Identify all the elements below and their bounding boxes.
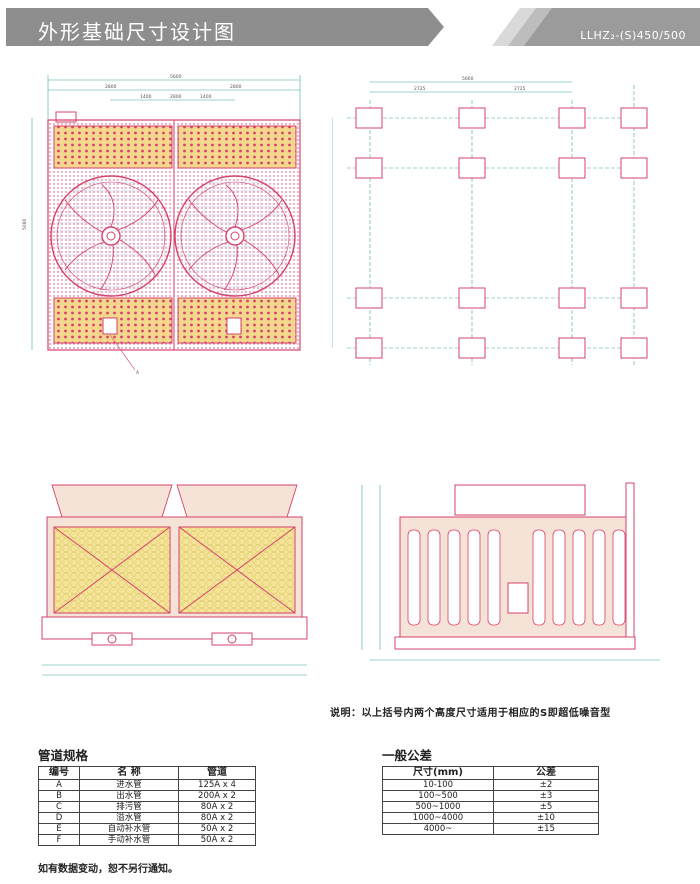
pipe-code: A bbox=[38, 779, 80, 791]
tolerance-value: ±2 bbox=[493, 779, 599, 791]
size-range: 100~500 bbox=[382, 790, 494, 802]
foundation-dimensions bbox=[332, 81, 572, 348]
table-row: 4000~±15 bbox=[382, 823, 599, 835]
pipe-size: 80A x 2 bbox=[178, 812, 256, 824]
dim-foundation-width: 5660 bbox=[462, 76, 474, 82]
pipe-code: B bbox=[38, 790, 80, 802]
pipe-name: 自动补水管 bbox=[79, 823, 179, 835]
tolerance-value: ±15 bbox=[493, 823, 599, 835]
model-number: LLHZ₂-(S)450/500 bbox=[580, 29, 686, 42]
pipe-size: 50A x 2 bbox=[178, 834, 256, 846]
fan-right bbox=[174, 175, 296, 297]
header-pipe: 管道 bbox=[178, 766, 256, 780]
header-code: 编号 bbox=[38, 766, 80, 780]
table-row: 1000~4000±10 bbox=[382, 812, 599, 824]
tolerance-title: 一般公差 bbox=[382, 748, 433, 763]
foundation-pads bbox=[355, 107, 648, 359]
size-range: 10-100 bbox=[382, 779, 494, 791]
pipe-size: 80A x 2 bbox=[178, 801, 256, 813]
title-banner: 外形基础尺寸设计图 bbox=[6, 8, 444, 46]
table-row: 10-100±2 bbox=[382, 779, 599, 791]
dim-offset-left: 1400 bbox=[140, 94, 152, 100]
pipe-code: C bbox=[38, 801, 80, 813]
model-banner: LLHZ₂-(S)450/500 bbox=[492, 8, 700, 46]
table-row: 500~1000±5 bbox=[382, 801, 599, 813]
header-tolerance: 公差 bbox=[493, 766, 599, 780]
footer-note: 如有数据变动，恕不另行通知。 bbox=[38, 864, 178, 875]
side-panels bbox=[407, 529, 626, 626]
dim-foundation-left: 2725 bbox=[414, 86, 426, 92]
dim-offset-right: 1400 bbox=[200, 94, 212, 100]
pipe-size: 200A x 2 bbox=[178, 790, 256, 802]
size-range: 4000~ bbox=[382, 823, 494, 835]
dim-center: 2800 bbox=[170, 94, 182, 100]
fan-left bbox=[50, 175, 172, 297]
side-elevation-drawing bbox=[361, 482, 660, 661]
pipe-code: F bbox=[38, 834, 80, 846]
pipe-spec-title: 管道规格 bbox=[38, 748, 89, 763]
note-text: 说明：以上括号内两个高度尺寸适用于相应的S即超低噪音型 bbox=[330, 708, 611, 719]
tolerance-value: ±3 bbox=[493, 790, 599, 802]
size-range: 1000~4000 bbox=[382, 812, 494, 824]
pipe-code: D bbox=[38, 812, 80, 824]
header-name: 名 称 bbox=[79, 766, 179, 780]
pipe-name: 排污管 bbox=[79, 801, 179, 813]
top-view-drawing: 5600 2800 2800 1400 2800 1400 5080 A bbox=[22, 74, 301, 376]
banner-shape bbox=[6, 8, 444, 46]
dim-depth: 5080 bbox=[22, 218, 28, 230]
tolerance-value: ±5 bbox=[493, 801, 599, 813]
tolerance-value: ±10 bbox=[493, 812, 599, 824]
model-banner-shape bbox=[492, 8, 700, 46]
pipe-code: E bbox=[38, 823, 80, 835]
dim-total-width: 5600 bbox=[170, 74, 182, 80]
foundation-grid-lines bbox=[347, 85, 647, 365]
page-title: 外形基础尺寸设计图 bbox=[38, 20, 236, 44]
foundation-plan-drawing: 5660 2725 2725 8300 bbox=[332, 76, 648, 365]
pipe-size: 125A x 4 bbox=[178, 779, 256, 791]
pipe-name: 出水管 bbox=[79, 790, 179, 802]
dim-foundation-right: 2725 bbox=[514, 86, 526, 92]
pipe-name: 进水管 bbox=[79, 779, 179, 791]
anchor-label: A bbox=[136, 370, 140, 376]
pipe-name: 溢水管 bbox=[79, 812, 179, 824]
dim-right-half: 2800 bbox=[230, 84, 242, 90]
table-row: 100~500±3 bbox=[382, 790, 599, 802]
top-view-dimensions bbox=[31, 75, 301, 350]
dim-left-half: 2800 bbox=[105, 84, 117, 90]
header-size: 尺寸(mm) bbox=[382, 766, 494, 780]
pipe-size: 50A x 2 bbox=[178, 823, 256, 835]
size-range: 500~1000 bbox=[382, 801, 494, 813]
pipe-name: 手动补水管 bbox=[79, 834, 179, 846]
tolerance-table: 尺寸(mm) 公差 10-100±2 100~500±3 500~1000±5 … bbox=[382, 766, 599, 835]
front-elevation-drawing bbox=[41, 484, 308, 676]
